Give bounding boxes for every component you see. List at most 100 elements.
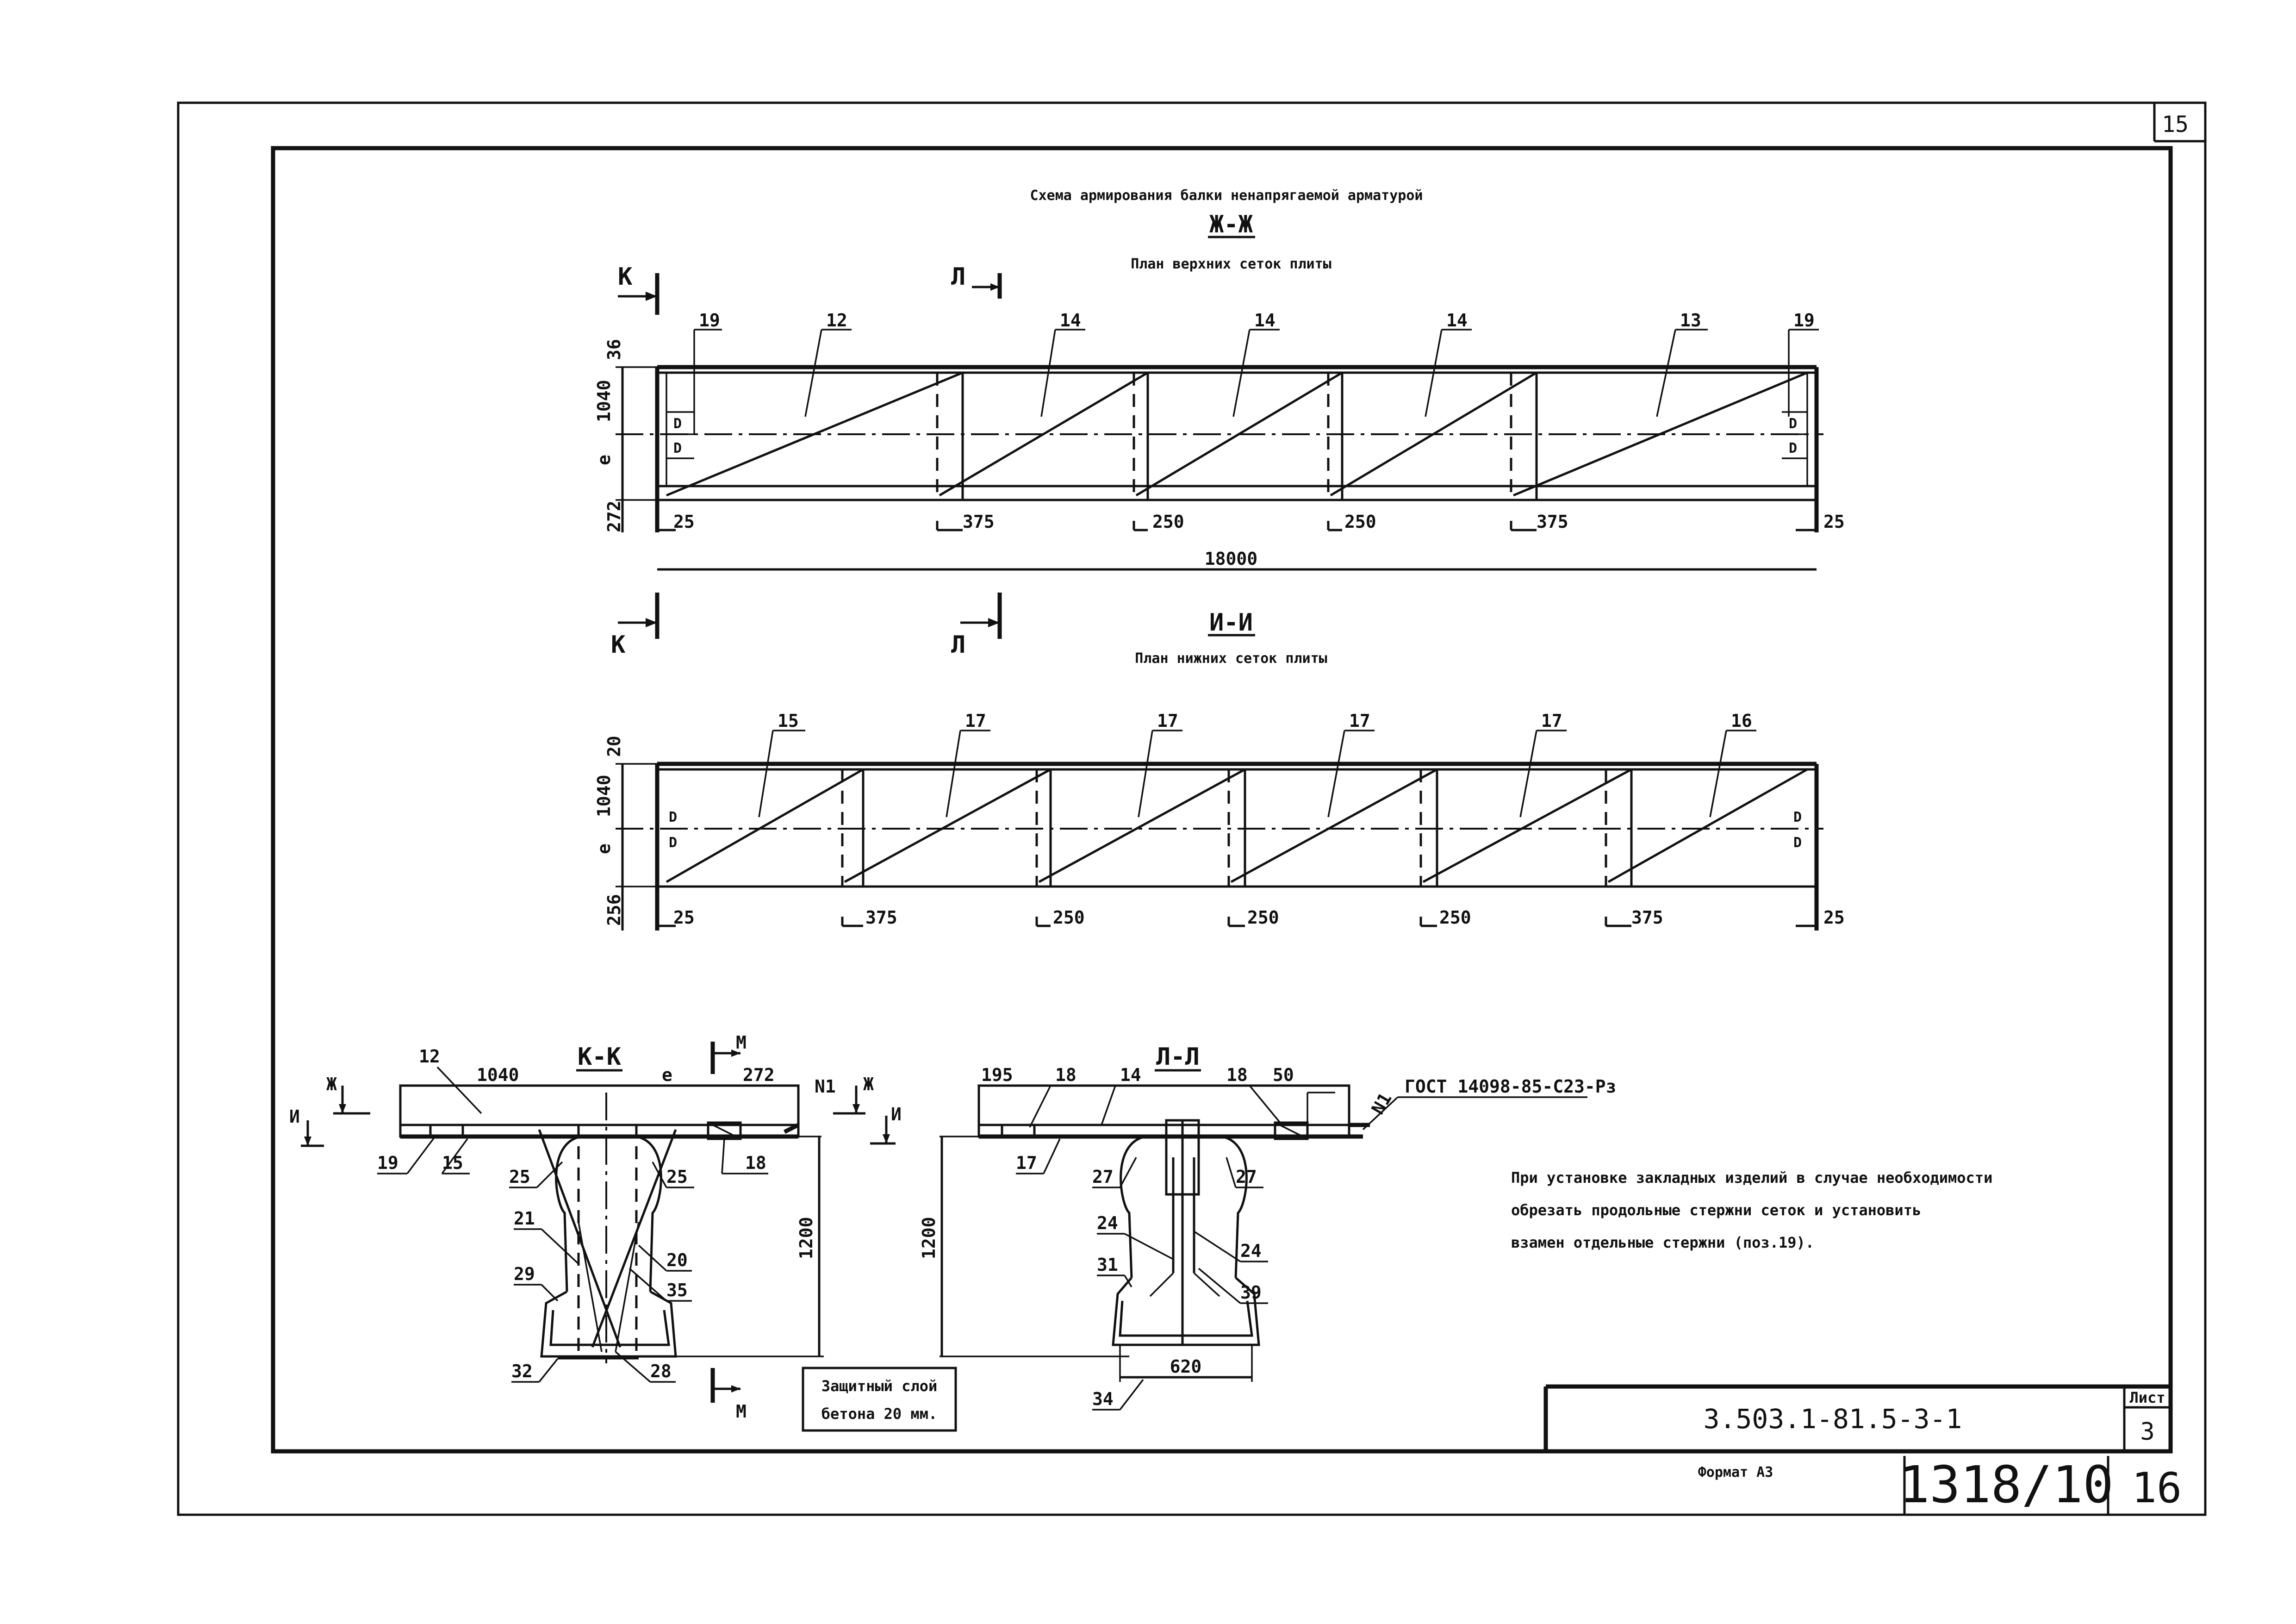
- section-i-title: И-И: [1209, 609, 1253, 637]
- cut-k-bottom: К: [611, 631, 626, 659]
- cut-markers: [618, 273, 1002, 639]
- plan-top-dim-1040: 1040: [594, 380, 614, 422]
- cut-k-top: К: [618, 263, 633, 291]
- plan-bottom-meshes: [616, 762, 1823, 931]
- plan-bottom-dim-b5: 250: [1439, 907, 1471, 928]
- section-k-pos-20: 20: [666, 1250, 688, 1270]
- plan-top-dim-total: 18000: [1205, 549, 1257, 569]
- section-k-pos-12: 12: [419, 1046, 440, 1067]
- plan-bottom-dim-b7: 25: [1823, 907, 1845, 928]
- cut-l-top: Л: [951, 263, 965, 291]
- section-k-dim-272: 272: [743, 1065, 775, 1085]
- plan-bottom-pos-5: 17: [1541, 711, 1562, 731]
- plan-bottom-dim-b2: 375: [865, 907, 897, 928]
- section-i-caption: План нижних сеток плиты: [1135, 650, 1327, 667]
- section-l-pos-24-right: 24: [1240, 1241, 1262, 1261]
- plan-top-dim-b6: 25: [1823, 512, 1845, 532]
- plan-top-pos-6: 13: [1680, 310, 1701, 331]
- section-k-pos-35: 35: [666, 1280, 688, 1300]
- plan-top-meshes: [616, 365, 1823, 571]
- section-k-pos-32: 32: [511, 1361, 533, 1381]
- plan-top-d-right-1: D: [1789, 416, 1797, 432]
- cover-note-line2: бетона 20 мм.: [821, 1405, 937, 1423]
- install-note-line3: взамен отдельные стержни (поз.19).: [1511, 1234, 1814, 1251]
- plan-top-pos-1: 19: [699, 310, 720, 331]
- plan-top-dim-e: е: [594, 455, 614, 465]
- plan-top-dim-36: 36: [604, 339, 624, 360]
- cover-note-box: [802, 1367, 957, 1432]
- section-k-dim-1200: 1200: [796, 1217, 816, 1259]
- section-k-n1: N1: [815, 1076, 836, 1097]
- section-l-pos-24-left: 24: [1097, 1213, 1118, 1233]
- section-k-pos-29: 29: [514, 1264, 535, 1284]
- plan-top-dim-b1: 25: [673, 512, 695, 532]
- plan-top-d-left-2: D: [673, 440, 682, 456]
- plan-bottom-d-right-1: D: [1793, 809, 1802, 825]
- plan-top-pos-7: 19: [1793, 310, 1815, 331]
- plan-bottom-pos-4: 17: [1349, 711, 1370, 731]
- plan-top-dim-272: 272: [604, 500, 624, 532]
- cut-l-bottom: Л: [951, 631, 965, 659]
- section-l-dim-1200: 1200: [919, 1217, 939, 1259]
- section-l-dim-620: 620: [1170, 1356, 1202, 1377]
- plan-bottom-pos-2: 17: [965, 711, 986, 731]
- section-k-pos-25-right: 25: [666, 1167, 688, 1187]
- plan-bottom-dim-b3: 250: [1053, 907, 1085, 928]
- section-k-zh-left: Ж: [326, 1074, 337, 1094]
- section-k-m-bottom: М: [736, 1401, 747, 1422]
- plan-bottom-dim-b4: 250: [1247, 907, 1279, 928]
- section-l-pos-39: 39: [1240, 1282, 1262, 1303]
- sheet-number: 3: [2140, 1418, 2154, 1446]
- plan-top-dim-b4: 250: [1344, 512, 1376, 532]
- main-title: Схема армирования балки ненапрягаемой ар…: [1030, 187, 1423, 204]
- title-block: [1543, 1384, 2171, 1515]
- section-k-dim-1040: 1040: [477, 1065, 519, 1085]
- section-zh-caption: План верхних сеток плиты: [1131, 256, 1331, 272]
- section-l-pos-17: 17: [1016, 1153, 1037, 1173]
- plan-top-dim-b2: 375: [963, 512, 995, 532]
- plan-top-pos-5: 14: [1446, 310, 1468, 331]
- cover-note-line1: Защитный слой: [821, 1377, 937, 1395]
- section-l-dim-50: 50: [1273, 1065, 1294, 1085]
- archive-number: 1318/10: [1899, 1455, 2114, 1514]
- plan-top-dim-b3: 250: [1152, 512, 1184, 532]
- section-l-pos-18-left: 18: [1055, 1065, 1076, 1085]
- sheet-frame: [177, 101, 2207, 1516]
- format-label: Формат А3: [1698, 1464, 1773, 1480]
- section-k-pos-21: 21: [514, 1208, 535, 1229]
- section-k-pos-25-left: 25: [509, 1167, 530, 1187]
- plan-bottom-dim-b1: 25: [673, 907, 695, 928]
- section-k-dim-e: е: [662, 1065, 672, 1085]
- plan-bottom-dim-1040: 1040: [594, 775, 614, 817]
- section-k-cut-marks: [301, 1042, 865, 1403]
- section-k-drawing: [399, 1084, 824, 1363]
- section-l-gost: ГОСТ 14098-85-С23-Рз: [1405, 1076, 1617, 1097]
- section-l-n1: N1: [1368, 1089, 1396, 1118]
- plan-bottom-dim-e: е: [594, 843, 614, 854]
- plan-top-d-left-1: D: [673, 416, 682, 432]
- section-k-title: К-К: [578, 1043, 622, 1071]
- section-k-i-left: И: [289, 1106, 300, 1127]
- section-l-i-mark: И: [891, 1104, 902, 1124]
- plan-top-dim-b5: 375: [1537, 512, 1568, 532]
- corner-sheet-number: 15: [2162, 112, 2189, 137]
- plan-bottom-d-left-2: D: [669, 835, 677, 851]
- section-l-pos-27-left: 27: [1092, 1167, 1114, 1187]
- install-note-line1: При установке закладных изделий в случае…: [1511, 1169, 1992, 1187]
- section-l-drawing: [940, 1084, 1370, 1382]
- section-k-pos-19: 19: [377, 1153, 398, 1173]
- section-k-zh-right: Ж: [863, 1074, 874, 1094]
- plan-bottom-pos-3: 17: [1157, 711, 1178, 731]
- section-k-pos-28: 28: [650, 1361, 672, 1381]
- plan-bottom-dim-256: 256: [604, 894, 624, 926]
- section-l-dim-195: 195: [981, 1065, 1013, 1085]
- section-l-pos-27-right: 27: [1236, 1167, 1257, 1187]
- plan-bottom-dim-b6: 375: [1631, 907, 1663, 928]
- plan-top-leaders: [693, 329, 1819, 434]
- document-code: 3.503.1-81.5-3-1: [1704, 1403, 1962, 1435]
- archive-page: 16: [2132, 1464, 2182, 1512]
- section-l-pos-31: 31: [1097, 1255, 1118, 1275]
- section-l-pos-18-right: 18: [1226, 1065, 1248, 1085]
- section-l-title: Л-Л: [1156, 1043, 1200, 1071]
